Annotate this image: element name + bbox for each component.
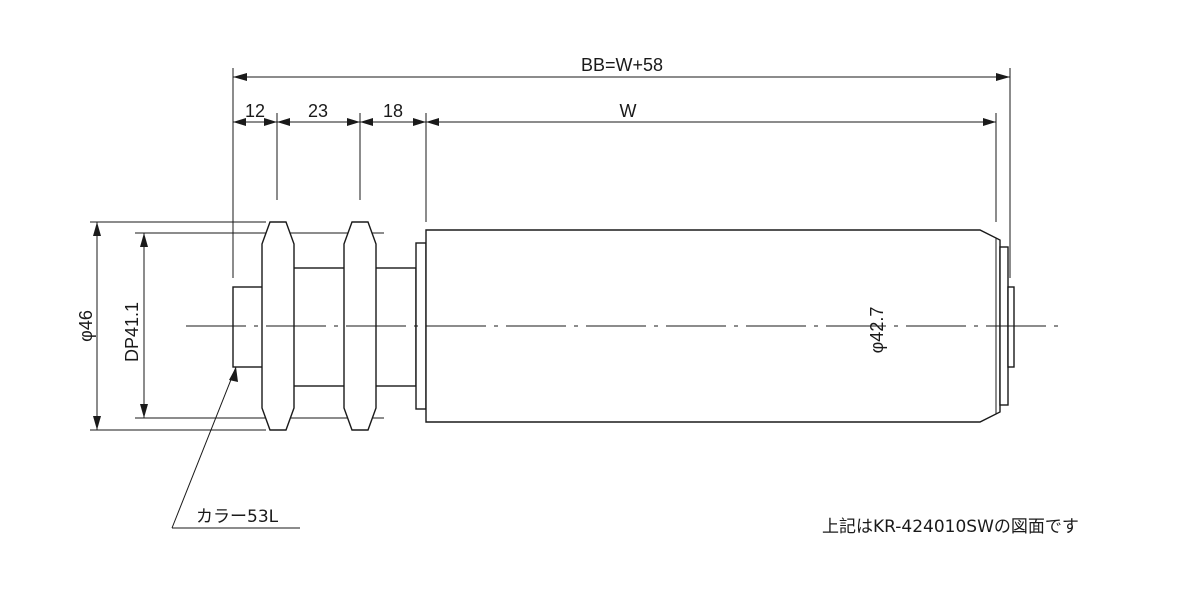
label-seg2: 23 xyxy=(308,101,328,121)
collar-leader xyxy=(171,366,300,529)
label-collar: カラー53L xyxy=(196,507,279,527)
dimension-segments xyxy=(233,118,996,126)
label-outer-dia: φ46 xyxy=(76,310,96,342)
dimension-overall xyxy=(233,73,1010,81)
label-roller-length: W xyxy=(620,101,637,121)
label-overall: BB=W+58 xyxy=(581,55,663,75)
label-dp-dia: DP41.1 xyxy=(122,302,142,362)
hub-shaft xyxy=(285,267,417,387)
dimension-outer-dia xyxy=(93,222,101,430)
dimension-dp-dia xyxy=(140,233,148,418)
drawing-note: 上記はKR-424010SWの図面です xyxy=(822,517,1079,537)
shaft-stub-left xyxy=(232,286,267,368)
label-seg3: 18 xyxy=(383,101,403,121)
extension-lines xyxy=(90,68,1011,431)
label-roller-dia: φ42.7 xyxy=(867,307,887,354)
label-seg1: 12 xyxy=(245,101,265,121)
